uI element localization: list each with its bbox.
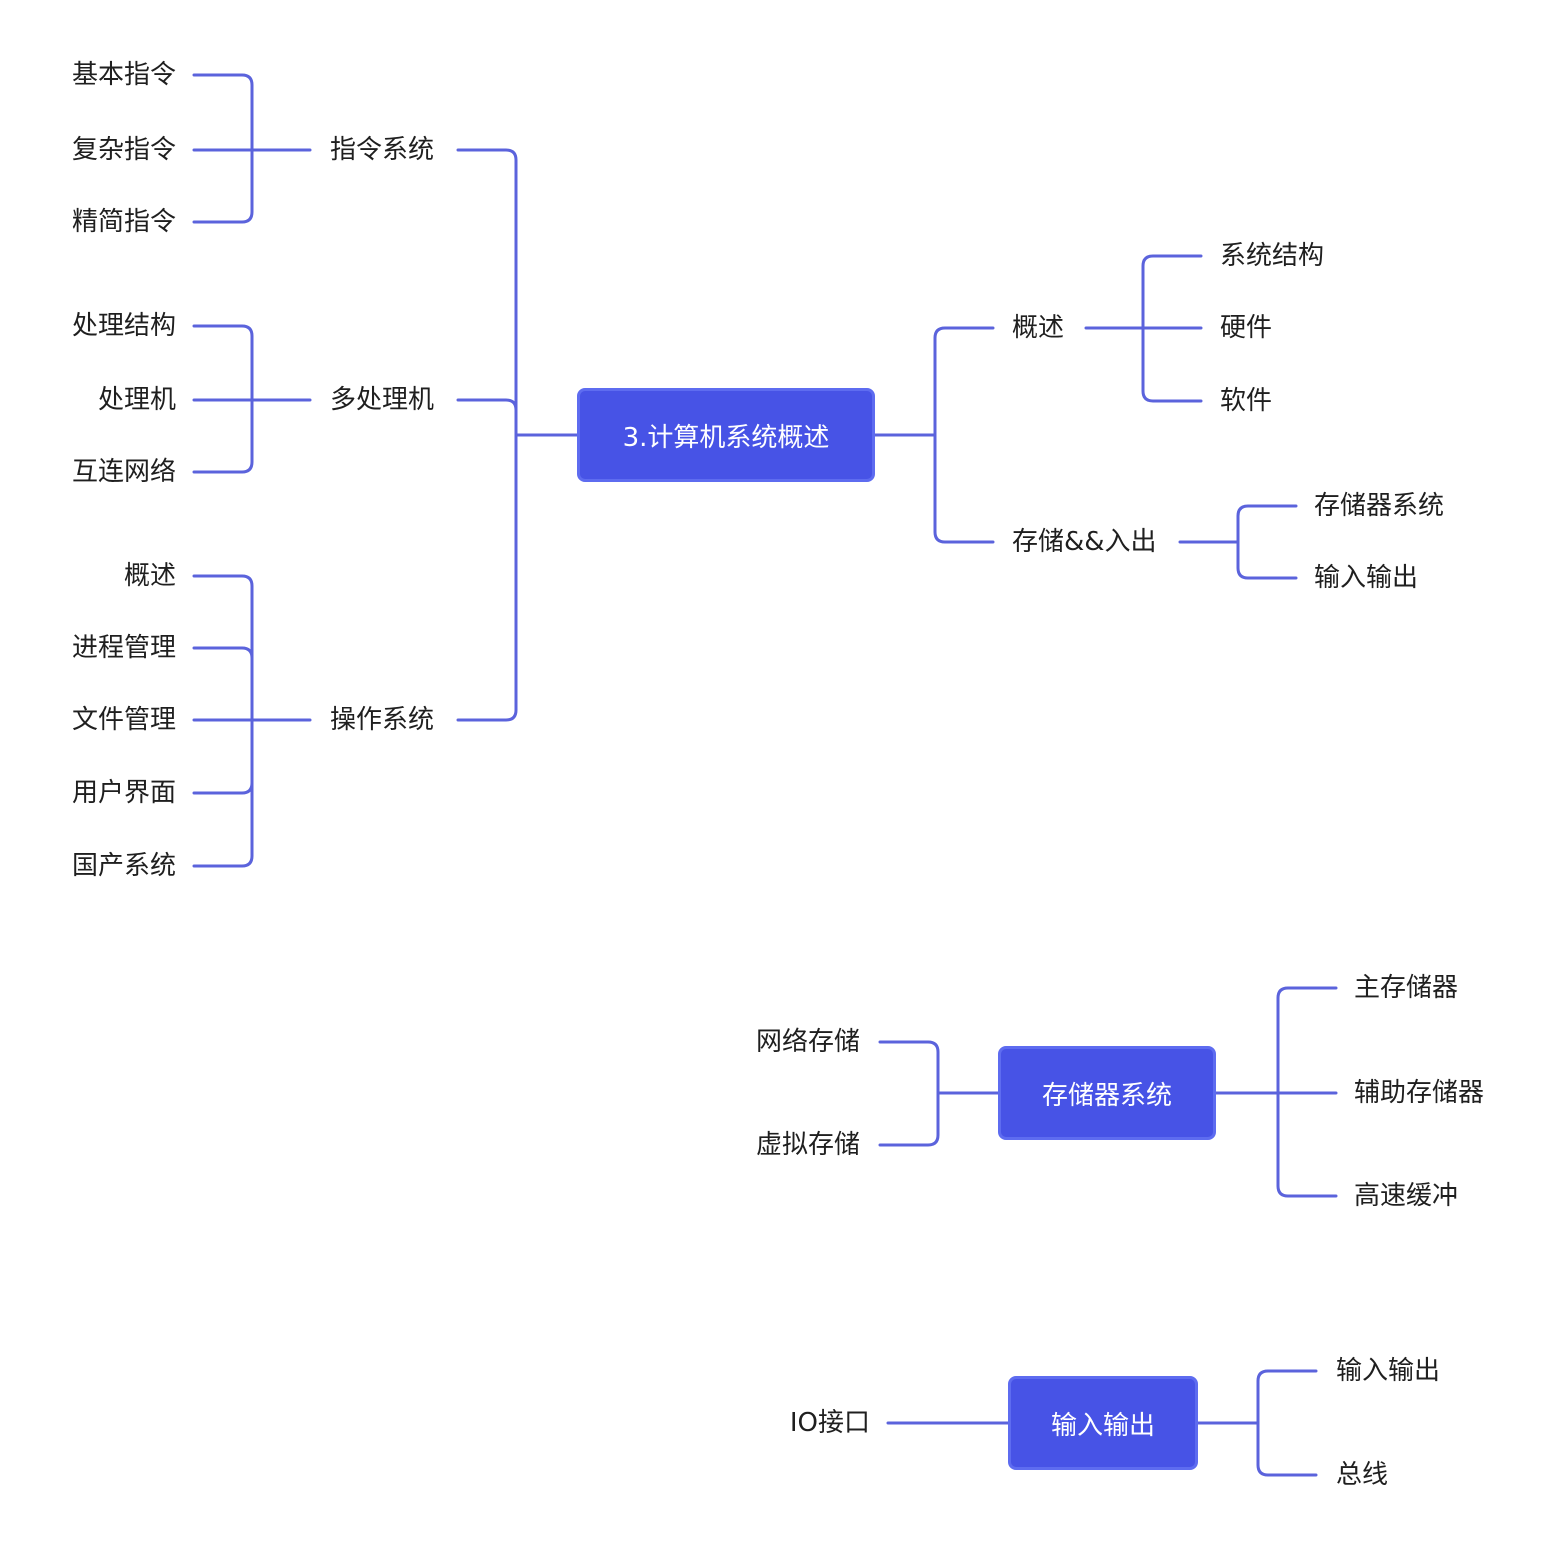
connector <box>456 433 518 722</box>
leaf-node[interactable]: 输入输出 <box>1314 563 1419 593</box>
connector <box>1276 986 1338 1095</box>
connector <box>1256 1369 1318 1425</box>
connector <box>192 574 254 722</box>
leaf-node[interactable]: 主存储器 <box>1354 973 1459 1003</box>
branch-overview[interactable]: 概述 <box>1012 313 1065 343</box>
connector <box>192 324 254 402</box>
leaf-node[interactable]: 虚拟存储 <box>755 1130 860 1160</box>
leaf-node[interactable]: 软件 <box>1220 386 1273 416</box>
connector <box>933 326 995 437</box>
connector <box>1236 540 1298 580</box>
leaf-node[interactable]: 处理结构 <box>71 311 176 341</box>
connector <box>192 718 254 868</box>
leaf-node[interactable]: 处理机 <box>97 385 176 415</box>
connector <box>192 73 254 152</box>
connector <box>1141 326 1203 403</box>
leaf-node[interactable]: 精简指令 <box>71 207 176 237</box>
branch-instruction-system[interactable]: 指令系统 <box>330 135 435 165</box>
leaf-node[interactable]: 网络存储 <box>755 1027 860 1057</box>
io-node[interactable]: 输入输出 <box>1008 1376 1198 1470</box>
storage-system-node[interactable]: 存储器系统 <box>998 1046 1216 1140</box>
connector <box>1236 504 1298 544</box>
connector <box>878 1091 940 1147</box>
leaf-node[interactable]: 文件管理 <box>71 705 176 735</box>
connector <box>1276 1091 1338 1198</box>
root-node[interactable]: 3.计算机系统概述 <box>577 388 875 482</box>
branch-multiprocessor[interactable]: 多处理机 <box>330 385 435 415</box>
leaf-node[interactable]: 概述 <box>123 561 176 591</box>
connector <box>456 398 518 437</box>
leaf-node[interactable]: 系统结构 <box>1220 241 1325 271</box>
leaf-node[interactable]: 硬件 <box>1220 313 1273 343</box>
connector <box>933 433 995 544</box>
leaf-node[interactable]: 国产系统 <box>71 851 176 881</box>
leaf-node[interactable]: 总线 <box>1336 1460 1389 1490</box>
connector <box>1256 1421 1318 1477</box>
leaf-node[interactable]: 复杂指令 <box>71 135 176 165</box>
connector <box>192 398 254 474</box>
connector <box>192 148 254 224</box>
leaf-node[interactable]: 进程管理 <box>71 633 176 663</box>
leaf-node[interactable]: 高速缓冲 <box>1354 1181 1459 1211</box>
branch-storage-io[interactable]: 存储&&入出 <box>1012 527 1157 557</box>
connector <box>878 1040 940 1095</box>
leaf-node[interactable]: 辅助存储器 <box>1354 1078 1485 1108</box>
connector <box>192 718 254 795</box>
leaf-node[interactable]: 输入输出 <box>1336 1356 1441 1386</box>
branch-operating-system[interactable]: 操作系统 <box>330 705 435 735</box>
leaf-node[interactable]: 基本指令 <box>71 60 176 90</box>
leaf-node[interactable]: 互连网络 <box>71 457 176 487</box>
leaf-node[interactable]: 存储器系统 <box>1314 491 1445 521</box>
connector <box>456 148 518 437</box>
leaf-node[interactable]: 用户界面 <box>71 778 176 808</box>
connector <box>1141 254 1203 330</box>
connector <box>192 646 254 722</box>
leaf-node[interactable]: IO接口 <box>789 1408 870 1438</box>
